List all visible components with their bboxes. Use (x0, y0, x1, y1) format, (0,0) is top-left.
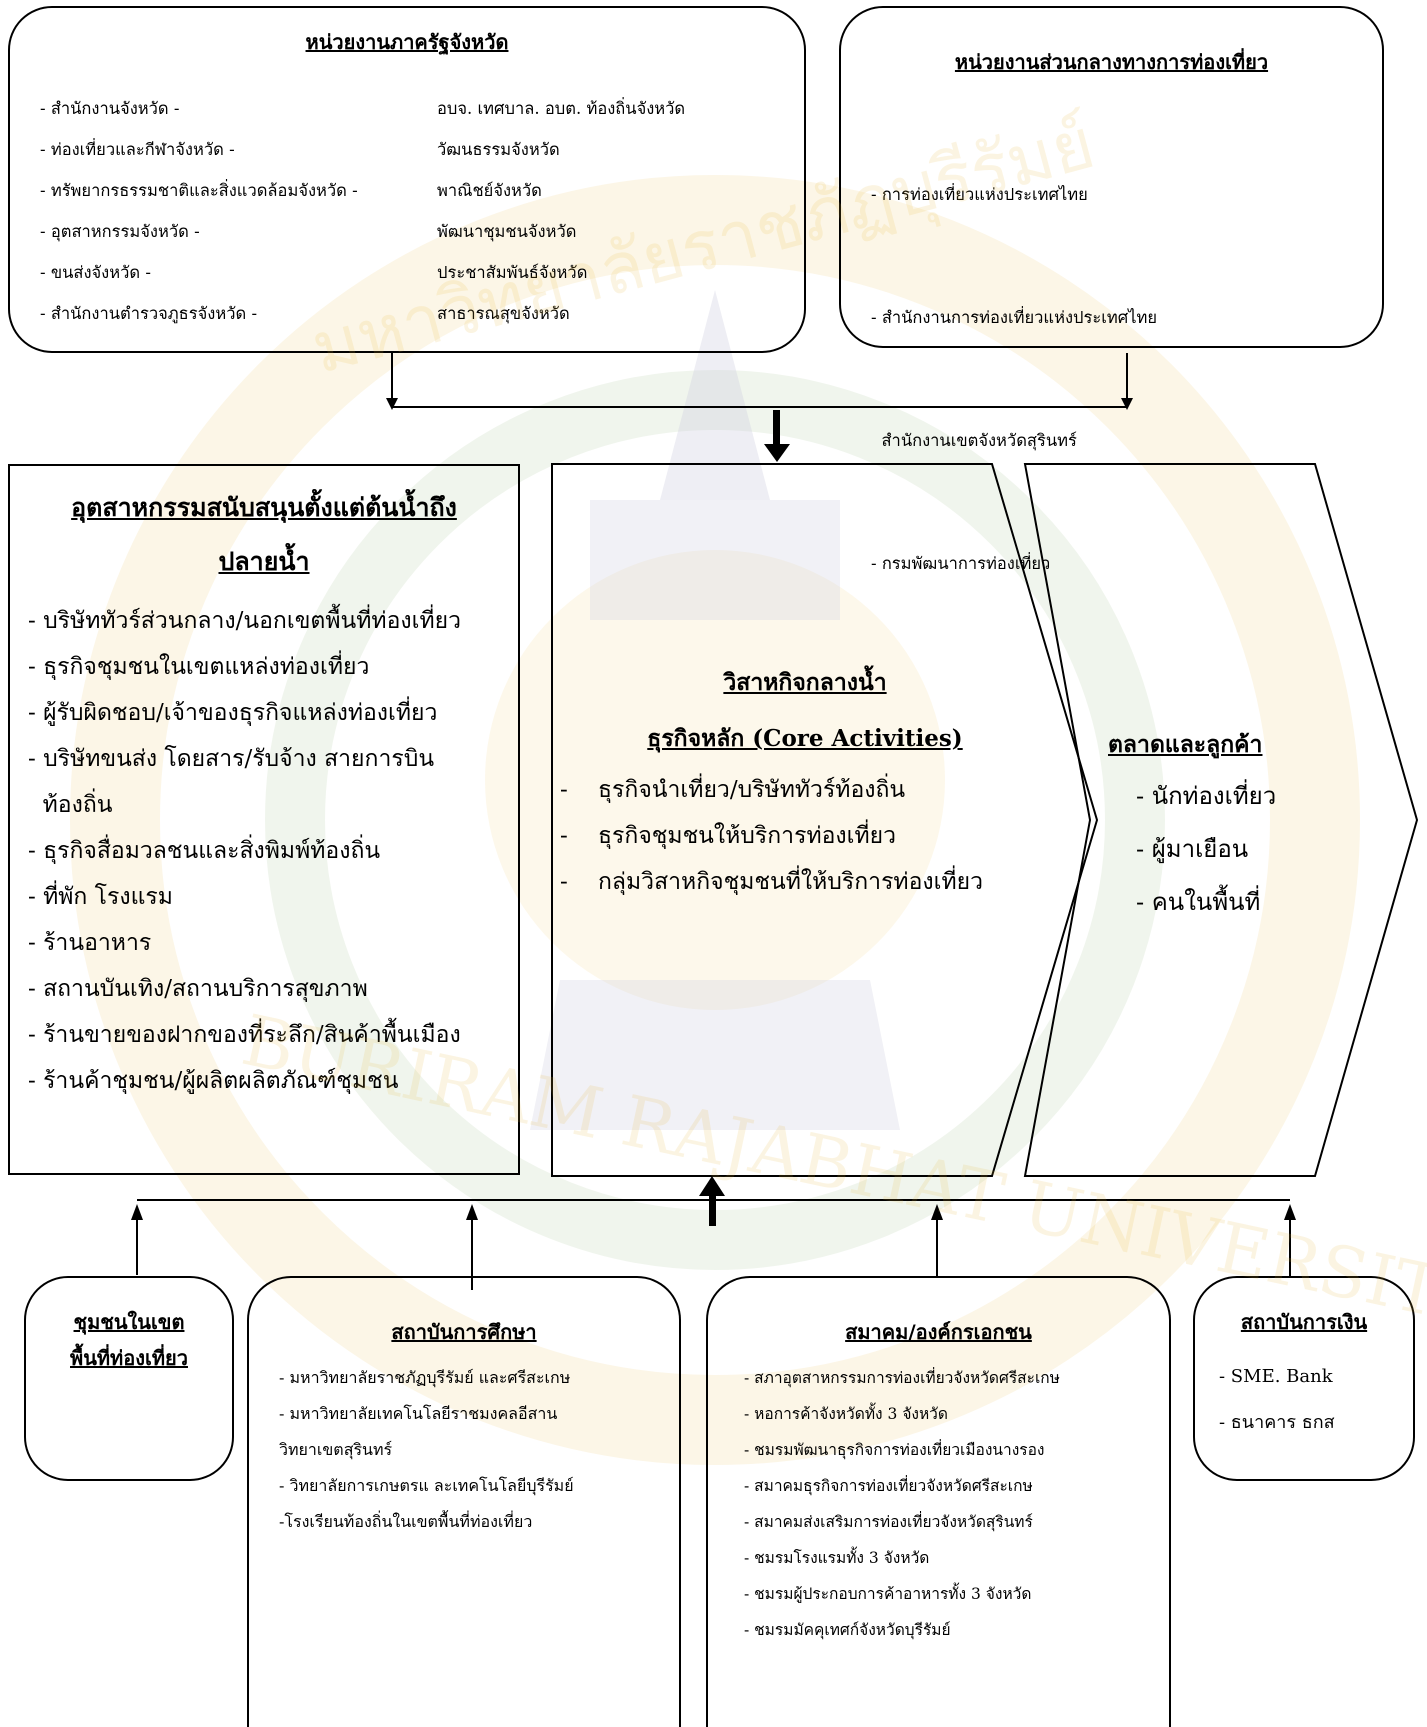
list-item: - ร้านค้าชุมชน/ผู้ผลิตผลิตภัณฑ์ชุมชน (28, 1068, 399, 1094)
list-item: -ธุรกิจนำเที่ยว/บริษัททัวร์ท้องถิ่น (560, 777, 906, 803)
list-item: - อุตสาหกรรมจังหวัด - (40, 222, 200, 241)
list-item: ท้องถิ่น (28, 792, 113, 818)
list-item: วิทยาเขตสุรินทร์ (279, 1440, 393, 1459)
list-item: - ธุรกิจสื่อมวลชนและสิ่งพิมพ์ท้องถิ่น (28, 838, 381, 864)
list-item: - ชมรมพัฒนาธุรกิจการท่องเที่ยวเมืองนางรอ… (744, 1441, 1045, 1459)
finance-box: สถาบันการเงิน - SME. Bank - ธนาคาร ธกส (1193, 1276, 1415, 1481)
government-agencies-box: หน่วยงานภาครัฐจังหวัด - สำนักงานจังหวัด … (8, 6, 806, 353)
midstream-list: -ธุรกิจนำเที่ยว/บริษัททัวร์ท้องถิ่น -ธุร… (560, 767, 1020, 905)
list-item: - ท่องเที่ยวและกีฬาจังหวัด - (40, 140, 235, 159)
government-agencies-right-list: อบจ. เทศบาล. อบต. ท้องถิ่นจังหวัด วัฒนธร… (437, 88, 685, 334)
list-item: - สำนักงานตำรวจภูธรจังหวัด - (40, 304, 258, 323)
list-item: - ธุรกิจชุมชนในเขตแหล่งท่องเที่ยว (28, 654, 370, 680)
list-item: - สำนักงานการท่องเที่ยวแห่งประเทศไทย (871, 308, 1158, 327)
central-tourism-agencies-list: - การท่องเที่ยวแห่งประเทศไทย - สำนักงานก… (871, 92, 1157, 666)
finance-title: สถาบันการเงิน (1240, 1310, 1368, 1334)
midstream-core-activities: วิสาหกิจกลางน้ำ ธุรกิจหลัก (Core Activit… (560, 655, 1020, 905)
finance-list: - SME. Bank - ธนาคาร ธกส (1219, 1354, 1335, 1446)
list-item: - ร้านอาหาร (28, 930, 152, 956)
list-item: -โรงเรียนท้องถิ่นในเขตพื้นที่ท่องเที่ยว (279, 1512, 533, 1531)
list-item: - คนในพื้นที่ (1136, 888, 1261, 916)
list-item: -กลุ่มวิสาหกิจชุมชนที่ให้บริการท่องเที่ย… (560, 869, 984, 895)
list-item: -ธุรกิจชุมชนให้บริการท่องเที่ยว (560, 823, 897, 849)
market-title: ตลาดและลูกค้า (1108, 731, 1263, 758)
list-item: - สำนักงานจังหวัด - (40, 99, 180, 118)
list-item: - ชมรมโรงแรมทั้ง 3 จังหวัด (744, 1549, 930, 1567)
education-box: สถาบันการศึกษา - มหาวิทยาลัยราชภัฏบุรีรั… (247, 1276, 681, 1727)
community-title-line1: ชุมชนในเขต (73, 1310, 185, 1334)
upstream-industries-box: อุตสาหกรรมสนับสนุนตั้งแต่ต้นน้ำถึง ปลายน… (8, 464, 520, 1175)
education-title: สถาบันการศึกษา (391, 1320, 537, 1344)
list-item: - มหาวิทยาลัยเทคโนโลยีราชมงคลอีสาน (279, 1404, 558, 1423)
community-box: ชุมชนในเขต พื้นที่ท่องเที่ยว (24, 1276, 234, 1481)
list-item: - บริษัททัวร์ส่วนกลาง/นอกเขตพื้นที่ท่องเ… (28, 608, 462, 634)
midstream-title: วิสาหกิจกลางน้ำ (723, 669, 887, 696)
list-item: - SME. Bank (1219, 1366, 1333, 1387)
list-item: สาธารณสุขจังหวัด (437, 304, 570, 323)
list-item: - ผู้รับผิดชอบ/เจ้าของธุรกิจแหล่งท่องเที… (28, 700, 438, 726)
associations-box: สมาคม/องค์กรเอกชน - สภาอุตสาหกรรมการท่อง… (706, 1276, 1171, 1727)
list-item: - ชมรมผู้ประกอบการค้าอาหารทั้ง 3 จังหวัด (744, 1585, 1032, 1603)
list-item: - วิทยาลัยการเกษตรแ ละเทคโนโลยีบุรีรัมย์ (279, 1476, 574, 1495)
list-item: ประชาสัมพันธ์จังหวัด (437, 263, 588, 282)
market-customers: ตลาดและลูกค้า - นักท่องเที่ยว - ผู้มาเยื… (1108, 720, 1338, 929)
upstream-list: - บริษัททัวร์ส่วนกลาง/นอกเขตพื้นที่ท่องเ… (28, 598, 461, 1104)
list-item: - นักท่องเที่ยว (1136, 782, 1277, 810)
upstream-title-line2: ปลายน้ำ (218, 547, 310, 576)
list-item: - การท่องเที่ยวแห่งประเทศไทย (871, 185, 1088, 204)
government-agencies-left-list: - สำนักงานจังหวัด - - ท่องเที่ยวและกีฬาจ… (40, 88, 358, 334)
list-item: วัฒนธรรมจังหวัด (437, 140, 560, 159)
upstream-title-line1: อุตสาหกรรมสนับสนุนตั้งแต่ต้นน้ำถึง (71, 493, 457, 522)
list-item: - ขนส่งจังหวัด - (40, 263, 151, 282)
list-item: พาณิชย์จังหวัด (437, 181, 542, 200)
central-tourism-agencies-box: หน่วยงานส่วนกลางทางการท่องเที่ยว - การท่… (839, 6, 1384, 573)
list-item: - ร้านขายของฝากของที่ระลึก/สินค้าพื้นเมื… (28, 1022, 461, 1048)
list-item: - ผู้มาเยือน (1136, 835, 1249, 863)
list-item: - ชมรมมัคคุเทศก์จังหวัดบุรีรัมย์ (744, 1621, 951, 1639)
list-item: - สภาอุตสาหกรรมการท่องเที่ยวจังหวัดศรีสะ… (744, 1369, 1060, 1387)
midstream-subtitle: ธุรกิจหลัก (Core Activities) (647, 725, 963, 752)
list-item: พัฒนาชุมชนจังหวัด (437, 222, 577, 241)
list-item: - ธนาคาร ธกส (1219, 1412, 1335, 1433)
list-item: - สมาคมส่งเสริมการท่องเที่ยวจังหวัดสุริน… (744, 1513, 1033, 1531)
list-item: - ที่พัก โรงแรม (28, 884, 173, 910)
market-list: - นักท่องเที่ยว - ผู้มาเยือน - คนในพื้นท… (1136, 770, 1338, 929)
list-item: - หอการค้าจังหวัดทั้ง 3 จังหวัด (744, 1405, 948, 1423)
list-item: - ทรัพยากรธรรมชาติและสิ่งแวดล้อมจังหวัด … (40, 181, 358, 200)
list-item: - มหาวิทยาลัยราชภัฏบุรีรัมย์ และศรีสะเกษ (279, 1368, 571, 1387)
education-list: - มหาวิทยาลัยราชภัฏบุรีรัมย์ และศรีสะเกษ… (279, 1360, 574, 1540)
associations-list: - สภาอุตสาหกรรมการท่องเที่ยวจังหวัดศรีสะ… (744, 1360, 1060, 1648)
list-item: - สถานบันเทิง/สถานบริการสุขภาพ (28, 976, 368, 1002)
community-title-line2: พื้นที่ท่องเที่ยว (70, 1346, 188, 1370)
associations-title: สมาคม/องค์กรเอกชน (845, 1320, 1032, 1344)
list-item: - สมาคมธุรกิจการท่องเที่ยวจังหวัดศรีสะเก… (744, 1477, 1033, 1495)
list-item: - กรมพัฒนาการท่องเที่ยว (871, 554, 1051, 573)
government-agencies-title: หน่วยงานภาครัฐจังหวัด (305, 30, 509, 54)
list-item: สำนักงานเขตจังหวัดสุรินทร์ (871, 431, 1077, 450)
list-item: อบจ. เทศบาล. อบต. ท้องถิ่นจังหวัด (437, 99, 686, 118)
central-tourism-agencies-title: หน่วยงานส่วนกลางทางการท่องเที่ยว (954, 50, 1269, 74)
list-item: - บริษัทขนส่ง โดยสาร/รับจ้าง สายการบิน (28, 746, 435, 772)
